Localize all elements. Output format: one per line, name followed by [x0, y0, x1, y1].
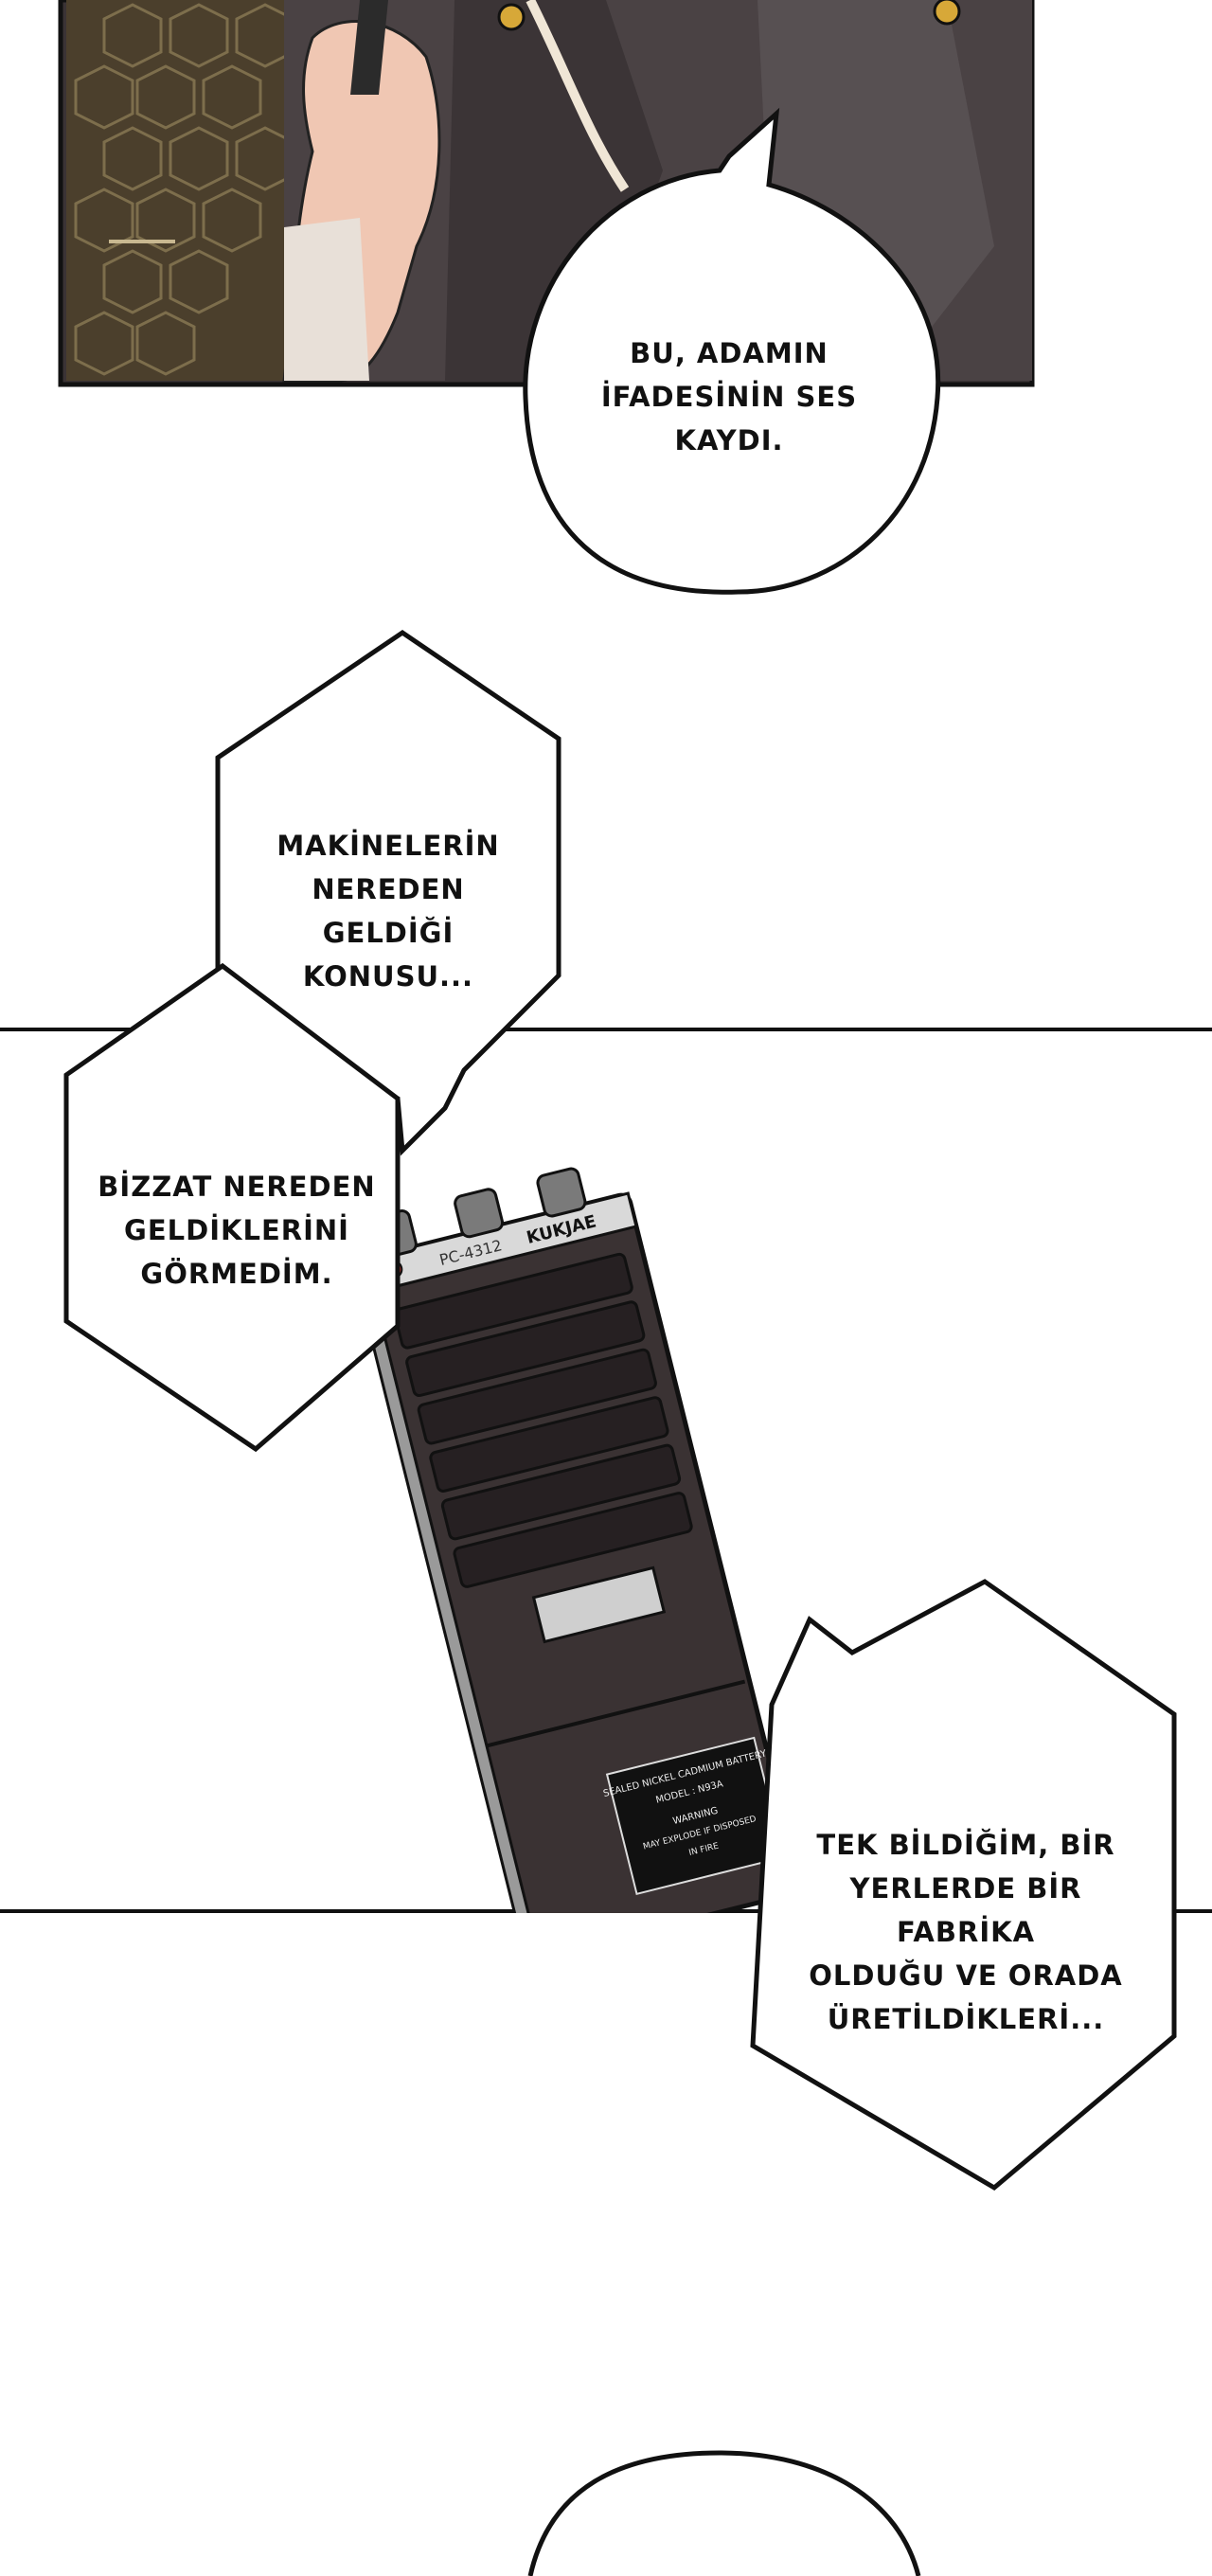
voice-recorder: KUKJAE PC-4312 SEALED NICKEL C: [360, 1167, 803, 1913]
hex-bubble-2-text: MAKİNELERİN NEREDEN GELDİĞİ KONUSU...: [276, 830, 500, 993]
top-panel: [0, 0, 1212, 388]
recorder-panel-art: KUKJAE PC-4312 SEALED NICKEL C: [0, 1028, 1212, 1913]
speech-bubble-1-text: BU, ADAMIN İFADESİNİN SES KAYDI.: [600, 337, 858, 456]
hex-bubble-3-text: BİZZAT NEREDEN GELDİKLERİNİ GÖRMEDİM.: [98, 1171, 376, 1290]
top-panel-art: [58, 0, 1035, 387]
recorder-panel: KUKJAE PC-4312 SEALED NICKEL C: [0, 1028, 1212, 1913]
hex-bubble-4-text: TEK BİLDİĞİM, BİR YERLERDE BİR FABRİKA O…: [809, 1829, 1123, 2035]
